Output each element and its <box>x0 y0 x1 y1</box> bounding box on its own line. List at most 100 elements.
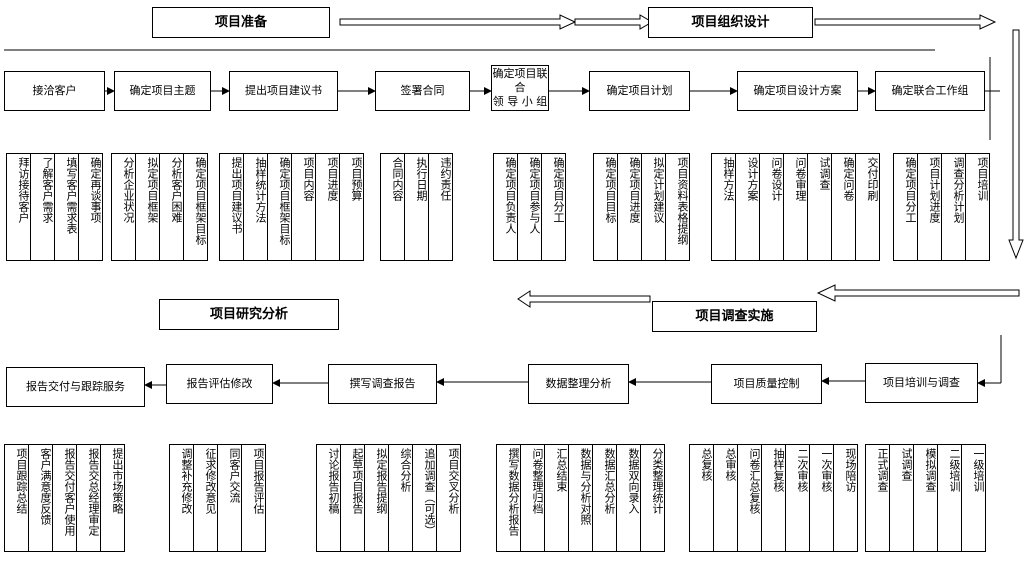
detail-top-5-2: 确定项目参与人 <box>517 153 542 261</box>
detail-bottom-5-7: 现场陪访 <box>833 444 858 552</box>
detail-bottom-2-1-label: 调整补充修改 <box>180 448 193 514</box>
detail-bottom-3-5-label: 追加调查（可选） <box>423 448 436 536</box>
detail-top-2-3-label: 分析客户困难 <box>170 157 183 223</box>
detail-bottom-4-1: 撰写数据分析报告 <box>496 444 521 552</box>
detail-top-2-1-label: 分析企业状况 <box>122 157 135 223</box>
detail-bottom-5-4: 抽样复核 <box>761 444 786 552</box>
detail-top-2-1: 分析企业状况 <box>111 153 136 261</box>
detail-top-7-3: 问卷设计 <box>759 153 784 261</box>
phase-design: 项目组织设计 <box>648 7 813 38</box>
phase-prep-label: 项目准备 <box>214 14 267 30</box>
detail-top-5-1-label: 确定项目负责人 <box>504 157 517 234</box>
detail-top-5-3: 确定项目分工 <box>541 153 566 261</box>
detail-bottom-3-1: 讨论报告初稿 <box>316 444 341 552</box>
process-step-14: 项目培训与调查 <box>865 363 978 403</box>
detail-top-7-1-label: 抽样方法 <box>722 157 735 201</box>
detail-bottom-4-5-label: 数据汇总分析 <box>603 448 616 514</box>
detail-bottom-5-5-label: 二次审核 <box>796 448 809 492</box>
phase-design-label: 项目组织设计 <box>691 14 770 30</box>
detail-bottom-4-6: 数据双向录入 <box>616 444 641 552</box>
detail-bottom-4-7: 分类整理统计 <box>640 444 665 552</box>
detail-bottom-3-2-label: 起草项目报告 <box>351 448 364 514</box>
detail-bottom-3-5: 追加调查（可选） <box>412 444 437 552</box>
phase-survey-label: 项目调查实施 <box>695 308 774 324</box>
detail-top-1-1-label: 拜访接待客户 <box>17 157 30 223</box>
hollow-arrows <box>339 14 1024 308</box>
process-step-9-label: 报告交付与跟踪服务 <box>26 380 125 393</box>
detail-top-4-1: 合同内容 <box>380 153 405 261</box>
detail-top-7-6: 确定问卷 <box>831 153 856 261</box>
detail-bottom-1-2: 客户满意度反馈 <box>28 444 53 552</box>
detail-bottom-1-3-label: 报告交付客户使用 <box>63 448 76 536</box>
detail-bottom-6-1: 正式调查 <box>865 444 890 552</box>
detail-top-7-2-label: 设计方案 <box>746 157 759 201</box>
detail-bottom-5-7-label: 现场陪访 <box>844 448 857 492</box>
detail-top-8-1: 确定项目分工 <box>893 153 918 261</box>
detail-bottom-4-1-label: 撰写数据分析报告 <box>507 448 520 536</box>
phase-survey: 项目调查实施 <box>652 301 817 332</box>
detail-top-3-6-label: 项目预算 <box>350 157 363 201</box>
process-step-12-label: 数据整理分析 <box>545 377 612 390</box>
detail-top-3-2: 抽样统计方法 <box>243 153 268 261</box>
detail-top-7-6-label: 确定问卷 <box>842 157 855 201</box>
detail-bottom-5-2-label: 总审核 <box>724 448 737 481</box>
detail-bottom-6-3: 模拟调查 <box>913 444 938 552</box>
detail-top-7-5: 试调查 <box>807 153 832 261</box>
detail-bottom-2-2-label: 征求修改意见 <box>204 448 217 514</box>
detail-bottom-3-1-label: 讨论报告初稿 <box>327 448 340 514</box>
detail-bottom-4-7-label: 分类整理统计 <box>651 448 664 514</box>
detail-top-6-2: 确定项目进度 <box>617 153 642 261</box>
detail-bottom-4-6-label: 数据双向录入 <box>627 448 640 514</box>
detail-top-3-5-label: 项目进度 <box>326 157 339 201</box>
detail-bottom-6-2-label: 试调查 <box>900 448 913 481</box>
phase-prep: 项目准备 <box>152 7 330 38</box>
detail-top-7-3-label: 问卷设计 <box>770 157 783 201</box>
detail-bottom-3-4-label: 综合分析 <box>399 448 412 492</box>
detail-bottom-1-4: 报告交总经理审定 <box>76 444 101 552</box>
detail-top-4-1-label: 合同内容 <box>391 157 404 201</box>
detail-top-7-4: 问卷审理 <box>783 153 808 261</box>
detail-top-7-1: 抽样方法 <box>711 153 736 261</box>
detail-bottom-6-4-label: 二级培训 <box>948 448 961 492</box>
detail-top-3-4: 项目内容 <box>291 153 316 261</box>
detail-top-3-2-label: 抽样统计方法 <box>254 157 267 223</box>
process-step-4-label: 签署合同 <box>400 84 445 97</box>
detail-top-7-4-label: 问卷审理 <box>794 157 807 201</box>
detail-bottom-5-1-label: 总复核 <box>700 448 713 481</box>
detail-top-1-1: 拜访接待客户 <box>6 153 31 261</box>
detail-bottom-1-1: 项目跟踪总结 <box>4 444 29 552</box>
detail-top-6-4-label: 项目资料表格提纲 <box>676 157 689 245</box>
process-step-5-label: 确定项目联合 领 导 小 组 <box>492 67 548 108</box>
detail-bottom-5-6: 一次审核 <box>809 444 834 552</box>
detail-bottom-2-4-label: 项目报告评估 <box>252 448 265 514</box>
process-step-6-label: 确定项目计划 <box>606 84 673 97</box>
detail-top-5-3-label: 确定项目分工 <box>552 157 565 223</box>
detail-bottom-4-4: 数据与分析对照 <box>568 444 593 552</box>
detail-bottom-5-5: 二次审核 <box>785 444 810 552</box>
detail-top-3-3: 确定项目框架目标 <box>267 153 292 261</box>
phase-analysis: 项目研究分析 <box>159 299 339 330</box>
detail-top-8-1-label: 确定项目分工 <box>904 157 917 223</box>
process-step-11-label: 撰写调查报告 <box>349 377 416 390</box>
detail-bottom-2-3-label: 同客户交流 <box>228 448 241 503</box>
detail-bottom-5-2: 总审核 <box>713 444 738 552</box>
row2-lines <box>144 335 1002 389</box>
detail-bottom-4-4-label: 数据与分析对照 <box>579 448 592 525</box>
process-step-11: 撰写调查报告 <box>328 364 437 404</box>
detail-top-1-2: 了解客户需求 <box>30 153 55 261</box>
detail-bottom-3-3-label: 拟定报告提纲 <box>375 448 388 514</box>
detail-top-8-2: 项目计划进度 <box>917 153 942 261</box>
detail-bottom-1-1-label: 项目跟踪总结 <box>15 448 28 514</box>
detail-top-6-2-label: 确定项目进度 <box>628 157 641 223</box>
phase-analysis-label: 项目研究分析 <box>209 306 288 322</box>
process-step-7: 确定项目设计方案 <box>737 71 858 111</box>
detail-top-2-2: 拟定项目框架 <box>135 153 160 261</box>
detail-top-3-6: 项目预算 <box>339 153 364 261</box>
detail-bottom-3-3: 拟定报告提纲 <box>364 444 389 552</box>
detail-bottom-4-2: 问卷整理归档 <box>520 444 545 552</box>
detail-bottom-2-4: 项目报告评估 <box>241 444 266 552</box>
process-step-7-label: 确定项目设计方案 <box>753 84 842 97</box>
detail-bottom-3-2: 起草项目报告 <box>340 444 365 552</box>
detail-bottom-1-5: 提出市场策略 <box>100 444 125 552</box>
